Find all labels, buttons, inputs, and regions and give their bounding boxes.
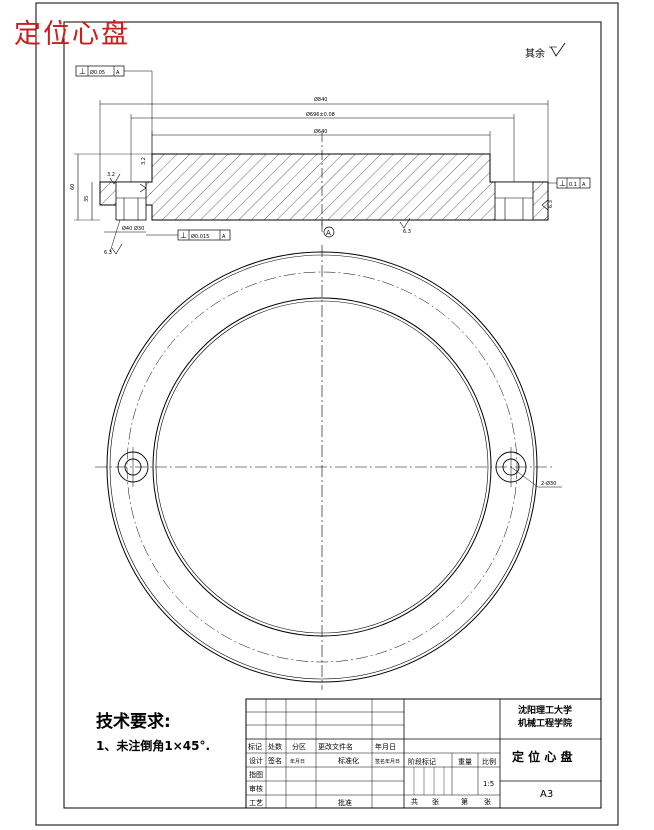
gdt-top-tol: Ø0.05 — [90, 69, 105, 76]
gdt-right-datum: A — [582, 182, 586, 188]
gdt-bottom-symbol: ⊥ — [180, 231, 187, 240]
dim-left-small-a: Ø40 — [122, 225, 132, 232]
overlay-title: 定位心盘 — [14, 19, 130, 50]
rough-left-top: 3.2 — [107, 172, 115, 178]
gdt-right-symbol: ⊥ — [559, 179, 566, 188]
tb-row-0: 指图 — [249, 770, 263, 779]
gdt-frame-top: ⊥ Ø0.05 A — [75, 65, 153, 154]
tb-scale-label: 比例 — [482, 757, 496, 766]
plan-view: 2-Ø30 — [95, 245, 562, 690]
tb-header-1: 处数 — [268, 742, 282, 751]
gdt-frame-right: ⊥ 0.1 A — [548, 177, 591, 189]
tb-approve: 批准 — [338, 798, 352, 807]
gdt-bottom-tol: Ø0.015 — [191, 233, 209, 240]
dim-inner-dia: Ø640 — [314, 128, 327, 135]
section-view: Ø840 Ø696±0.08 Ø640 60 35 3.2 3.2 6.3 6.… — [70, 96, 554, 256]
gdt-right-tol: 0.1 — [569, 182, 577, 188]
dim-outer-dia: Ø840 — [314, 96, 327, 103]
tb-header-0: 标记 — [248, 742, 262, 751]
gdt-top-symbol: ⊥ — [79, 67, 86, 76]
tb-header-2: 分区 — [292, 742, 306, 751]
rough-side-mark: 6.3 — [548, 200, 554, 208]
dim-left-small-b: Ø30 — [134, 225, 144, 232]
tb-count-0: 共 — [411, 797, 418, 806]
tb-part-name: 定 位 心 盘 — [512, 749, 573, 764]
gdt-bottom-datum: A — [222, 234, 226, 240]
dim-bolt-circle: Ø696±0.08 — [306, 111, 335, 118]
tb-design-0: 设计 — [249, 756, 263, 765]
general-roughness-note: 其余 — [525, 42, 566, 60]
tb-design-1: 签名 — [268, 756, 282, 765]
roughness-note-text: 其余 — [525, 47, 545, 60]
gdt-top-datum: A — [116, 70, 120, 76]
tb-header-3: 更改文件名 — [318, 742, 353, 751]
dim-height-step: 35 — [84, 196, 90, 202]
title-block: 标记 处数 分区 更改文件名 年月日 设计 签名 年月日 标准化 签名年月日 指… — [245, 698, 602, 809]
tb-row-2: 工艺 — [249, 799, 263, 807]
tb-stage-label: 阶段标记 — [408, 757, 436, 766]
hole-callout: 2-Ø30 — [541, 480, 556, 487]
datum-a-label: A — [326, 229, 331, 237]
tb-count-3: 张 — [484, 797, 491, 806]
tb-count-2: 第 — [461, 797, 468, 806]
tb-school-line1: 沈阳理工大学 — [518, 704, 572, 716]
technical-requirements: 技术要求: 1、未注倒角1×45°. — [96, 711, 210, 753]
section-body — [99, 153, 549, 221]
tb-design-4: 签名年月日 — [375, 758, 400, 765]
tb-design-2: 年月日 — [290, 758, 305, 765]
tb-sheet-size: A3 — [540, 789, 553, 800]
tb-row-1: 审核 — [249, 784, 263, 793]
dim-left-small-c: 6.3 — [104, 250, 112, 256]
tb-count-1: 张 — [432, 797, 439, 806]
rough-bottom-mark: 6.3 — [403, 229, 411, 235]
tb-scale-value: 1:5 — [483, 780, 494, 788]
tb-weight-label: 重量 — [458, 758, 472, 766]
tech-req-item-1: 1、未注倒角1×45°. — [96, 738, 210, 753]
tech-req-title: 技术要求: — [96, 711, 171, 732]
tb-header-4: 年月日 — [375, 742, 396, 751]
tb-school-line2: 机械工程学院 — [518, 717, 572, 729]
rough-top-mark: 3.2 — [141, 157, 147, 165]
gdt-frame-bottom: ⊥ Ø0.015 A — [146, 229, 231, 241]
dim-height-total: 60 — [70, 184, 76, 190]
tb-design-3: 标准化 — [338, 756, 359, 765]
